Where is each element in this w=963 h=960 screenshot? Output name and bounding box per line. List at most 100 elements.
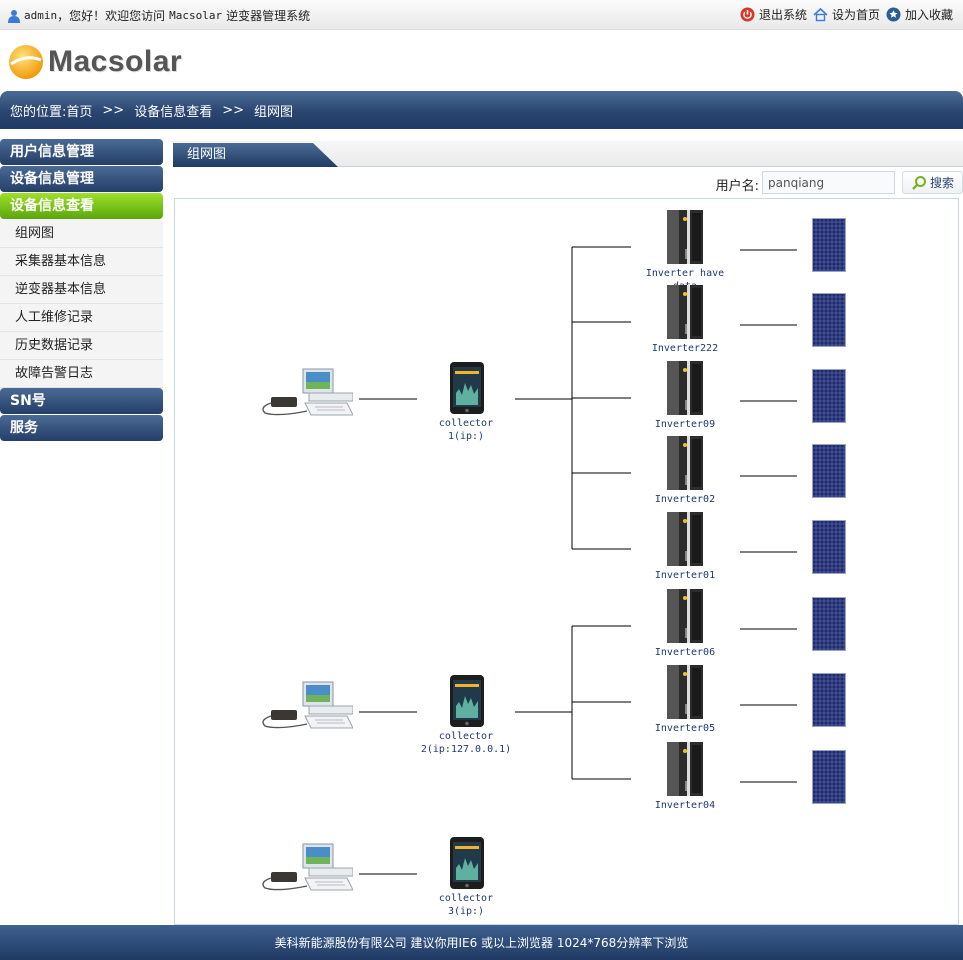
tab-network-diagram[interactable]: 组网图 xyxy=(173,143,338,167)
set-home-link[interactable]: 设为首页 xyxy=(813,6,880,23)
inverter-icon xyxy=(667,210,703,264)
welcome-brand: Macsolar xyxy=(169,9,223,22)
computer-node xyxy=(257,367,354,430)
welcome-message: admin ，您好！欢迎您访问 Macsolar 逆变器管理系统 xyxy=(8,7,310,24)
collector-device-icon xyxy=(450,837,484,889)
computer-node xyxy=(257,680,354,743)
power-icon xyxy=(740,7,755,22)
breadcrumb-home[interactable]: 您的位置:首页 xyxy=(10,104,93,120)
footer: 美科新能源股份有限公司 建议你用IE6 或以上浏览器 1024*768分辨率下浏… xyxy=(0,925,963,960)
collector-label: collector 2(ip:127.0.0.1) xyxy=(420,731,512,755)
solar-panel-icon xyxy=(812,597,846,651)
sidebar-item-fault-log[interactable]: 故障告警日志 xyxy=(0,360,163,388)
inverter-label: Inverter222 xyxy=(651,343,719,354)
sidebar-item-network-diagram[interactable]: 组网图 xyxy=(0,220,163,248)
site-logo: Macsolar xyxy=(8,44,182,80)
solar-panel-node xyxy=(812,750,846,807)
inverter-node[interactable] xyxy=(666,588,704,647)
home-icon xyxy=(813,7,828,22)
inverter-icon xyxy=(667,436,703,490)
logout-label: 退出系统 xyxy=(758,8,807,22)
top-links: 退出系统 设为首页 加入收藏 xyxy=(734,6,953,23)
inverter-node[interactable] xyxy=(666,511,704,570)
sidebar-section-service[interactable]: 服务 xyxy=(0,415,163,441)
sun-logo-icon xyxy=(9,45,43,79)
network-connections xyxy=(359,246,797,875)
collector-label: collector 3(ip:) xyxy=(438,893,494,917)
inverter-node[interactable] xyxy=(666,435,704,494)
computer-icon xyxy=(262,681,354,729)
search-icon xyxy=(912,175,926,190)
add-favorite-link[interactable]: 加入收藏 xyxy=(886,6,953,23)
sidebar-section-user-management[interactable]: 用户信息管理 xyxy=(0,139,163,165)
solar-panel-node xyxy=(812,597,846,654)
username-input[interactable] xyxy=(762,171,895,194)
collector-node[interactable] xyxy=(449,836,485,893)
set-home-label: 设为首页 xyxy=(831,8,880,22)
inverter-node[interactable] xyxy=(666,209,704,268)
inverter-label: Inverter04 xyxy=(654,800,716,811)
computer-icon xyxy=(262,843,354,891)
inverter-label: Inverter01 xyxy=(654,570,716,581)
solar-panel-node xyxy=(812,444,846,501)
sidebar-item-collector-info[interactable]: 采集器基本信息 xyxy=(0,248,163,276)
footer-text: 美科新能源股份有限公司 建议你用IE6 或以上浏览器 1024*768分辨率下浏… xyxy=(274,936,689,950)
star-icon xyxy=(886,7,901,22)
solar-panel-node xyxy=(812,520,846,577)
search-button-label: 搜索 xyxy=(929,176,954,190)
network-diagram: collector 1(ip:)Inverter have dataInvert… xyxy=(174,198,959,925)
search-row: 用户名: 搜索 xyxy=(173,170,963,196)
welcome-greeting: ，您好！欢迎您访问 xyxy=(57,9,166,23)
collector-device-icon xyxy=(450,675,484,727)
collector-device-icon xyxy=(450,362,484,414)
inverter-icon xyxy=(667,512,703,566)
inverter-node[interactable] xyxy=(666,741,704,800)
welcome-system: 逆变器管理系统 xyxy=(226,9,311,23)
welcome-username: admin xyxy=(24,9,58,22)
collector-label: collector 1(ip:) xyxy=(438,418,494,442)
inverter-node[interactable] xyxy=(666,284,704,343)
inverter-icon xyxy=(667,361,703,415)
breadcrumb-current: 组网图 xyxy=(254,104,294,120)
add-favorite-label: 加入收藏 xyxy=(904,8,953,22)
solar-panel-icon xyxy=(812,218,846,272)
sidebar: 用户信息管理 设备信息管理 设备信息查看 组网图 采集器基本信息 逆变器基本信息… xyxy=(0,139,163,442)
sidebar-item-history-data[interactable]: 历史数据记录 xyxy=(0,332,163,360)
inverter-icon xyxy=(667,589,703,643)
inverter-icon xyxy=(667,665,703,719)
solar-panel-icon xyxy=(812,293,846,347)
collector-node[interactable] xyxy=(449,674,485,731)
inverter-label: Inverter06 xyxy=(654,647,716,658)
breadcrumb-separator: >> xyxy=(222,102,244,118)
sidebar-item-inverter-info[interactable]: 逆变器基本信息 xyxy=(0,276,163,304)
solar-panel-node xyxy=(812,218,846,275)
solar-panel-node xyxy=(812,369,846,426)
inverter-node[interactable] xyxy=(666,360,704,419)
inverter-label: Inverter05 xyxy=(654,723,716,734)
logout-link[interactable]: 退出系统 xyxy=(740,6,807,23)
breadcrumb: 您的位置:首页 >> 设备信息查看 >> 组网图 xyxy=(0,91,963,129)
collector-node[interactable] xyxy=(449,361,485,418)
solar-panel-icon xyxy=(812,673,846,727)
solar-panel-icon xyxy=(812,444,846,498)
sidebar-item-maintenance-records[interactable]: 人工维修记录 xyxy=(0,304,163,332)
breadcrumb-level1[interactable]: 设备信息查看 xyxy=(134,104,213,120)
solar-panel-icon xyxy=(812,750,846,804)
sidebar-section-sn[interactable]: SN号 xyxy=(0,388,163,414)
sidebar-section-device-management[interactable]: 设备信息管理 xyxy=(0,166,163,192)
solar-panel-node xyxy=(812,673,846,730)
content-tab-strip: 组网图 xyxy=(173,141,963,167)
brand-name: Macsolar xyxy=(48,45,183,78)
solar-panel-icon xyxy=(812,520,846,574)
sidebar-section-device-view[interactable]: 设备信息查看 xyxy=(0,193,163,219)
search-button[interactable]: 搜索 xyxy=(902,171,963,194)
inverter-label: Inverter02 xyxy=(654,494,716,505)
computer-icon xyxy=(262,368,354,416)
inverter-label: Inverter09 xyxy=(654,419,716,430)
breadcrumb-separator: >> xyxy=(102,102,125,118)
solar-panel-node xyxy=(812,293,846,350)
solar-panel-icon xyxy=(812,369,846,423)
inverter-node[interactable] xyxy=(666,664,704,723)
top-bar: admin ，您好！欢迎您访问 Macsolar 逆变器管理系统 退出系统 设为… xyxy=(0,0,963,30)
inverter-icon xyxy=(667,285,703,339)
